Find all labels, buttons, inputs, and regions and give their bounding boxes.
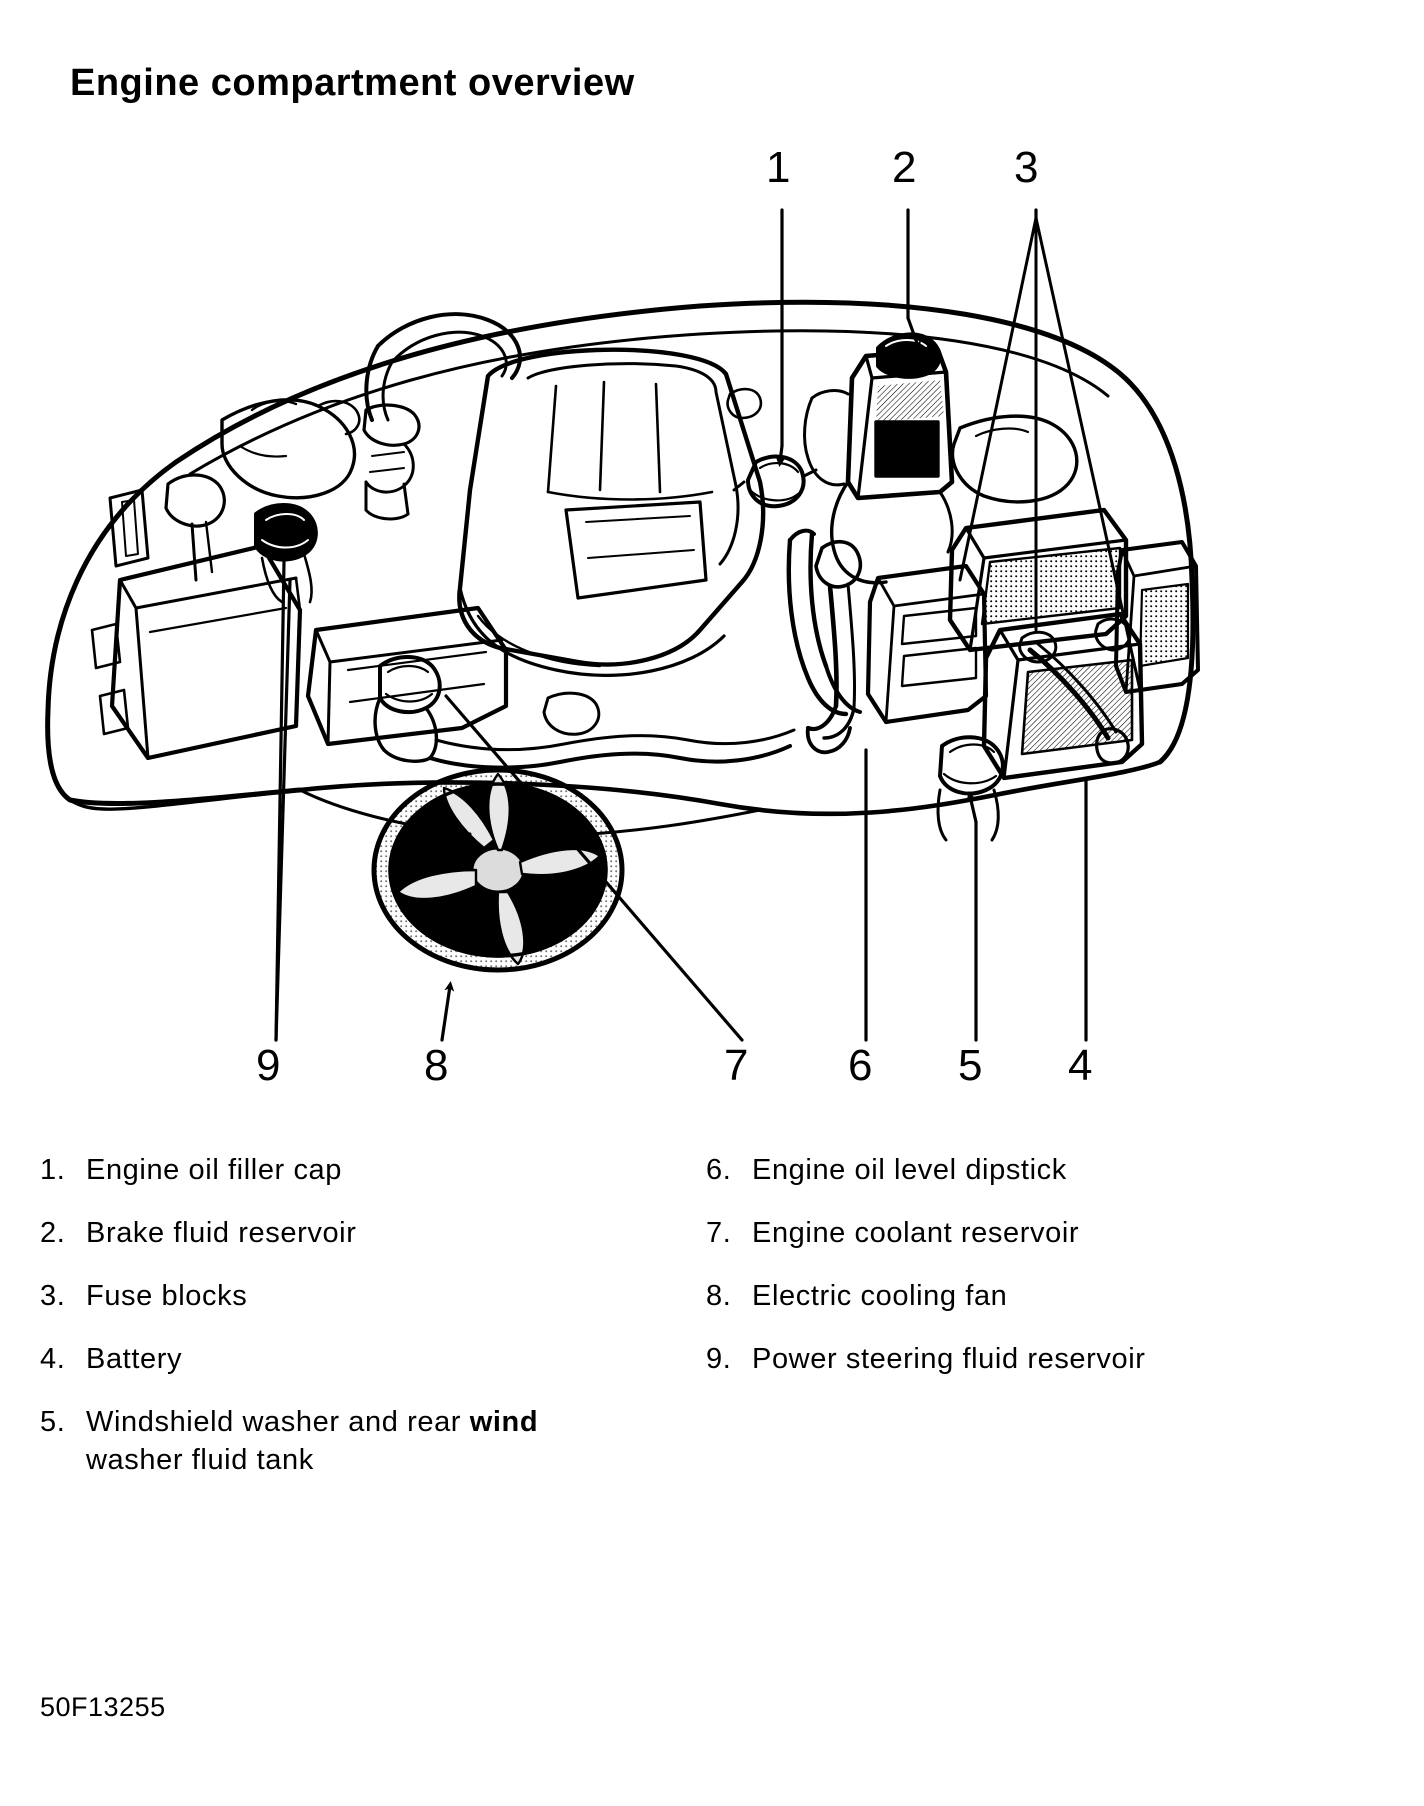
- legend-item-4-number: 4.: [40, 1343, 66, 1376]
- legend-item-8: 8. Electric cooling fan: [706, 1278, 1386, 1315]
- legend-item-2-number: 2.: [40, 1217, 66, 1250]
- legend-item-5: 5. Windshield washer and rear wind washer…: [40, 1404, 680, 1478]
- engine-compartment-figure: 1 2 3 4 5 6 7 8 9: [0, 110, 1424, 1140]
- callout-number-9: 9: [256, 1041, 281, 1090]
- legend-item-9: 9. Power steering fluid reservoir: [706, 1341, 1386, 1378]
- legend-item-8-number: 8.: [706, 1280, 732, 1313]
- legend-item-5-label-continuation: washer fluid tank: [86, 1443, 314, 1476]
- engine-compartment-drawing: [45, 208, 1200, 1042]
- legend-item-6-number: 6.: [706, 1154, 732, 1186]
- legend-item-2: 2. Brake fluid reservoir: [40, 1215, 680, 1252]
- callout-number-8: 8: [424, 1041, 449, 1090]
- legend-column-right: 6. Engine oil level dipstick 7. Engine c…: [706, 1152, 1386, 1404]
- callout-number-1: 1: [766, 143, 791, 192]
- legend-item-4-label: Battery: [86, 1343, 183, 1376]
- legend: 1. Engine oil filler cap 2. Brake fluid …: [0, 1152, 1424, 1652]
- legend-item-3-number: 3.: [40, 1280, 66, 1313]
- legend-item-1: 1. Engine oil filler cap: [40, 1152, 680, 1189]
- callout-number-2: 2: [892, 143, 917, 192]
- legend-item-5-number: 5.: [40, 1406, 66, 1439]
- legend-item-6: 6. Engine oil level dipstick: [706, 1152, 1386, 1189]
- legend-item-5-label: Windshield washer and rear wind washer fl…: [86, 1404, 680, 1478]
- callout-number-7: 7: [724, 1041, 749, 1090]
- legend-item-3-label: Fuse blocks: [86, 1280, 248, 1313]
- legend-item-2-label: Brake fluid reservoir: [86, 1217, 357, 1250]
- legend-item-8-label: Electric cooling fan: [752, 1280, 1008, 1313]
- callout-number-3: 3: [1014, 143, 1039, 192]
- legend-item-3: 3. Fuse blocks: [40, 1278, 680, 1315]
- callout-number-5: 5: [958, 1041, 983, 1090]
- legend-item-4: 4. Battery: [40, 1341, 680, 1378]
- figure-reference-code: 50F13255: [40, 1692, 166, 1722]
- page-title: Engine compartment overview: [70, 62, 635, 104]
- callout-number-4: 4: [1068, 1041, 1093, 1090]
- legend-item-7-label: Engine coolant reservoir: [752, 1217, 1080, 1250]
- legend-item-6-label: Engine oil level dipstick: [752, 1154, 1067, 1186]
- legend-item-9-number: 9.: [706, 1343, 732, 1376]
- legend-item-7: 7. Engine coolant reservoir: [706, 1215, 1386, 1252]
- callout-number-6: 6: [848, 1041, 873, 1090]
- legend-item-9-label: Power steering fluid reservoir: [752, 1343, 1146, 1376]
- legend-item-1-label: Engine oil filler cap: [86, 1154, 343, 1186]
- legend-item-7-number: 7.: [706, 1217, 732, 1250]
- legend-column-left: 1. Engine oil filler cap 2. Brake fluid …: [40, 1152, 680, 1505]
- legend-item-5-label-emphasis: wind: [469, 1406, 539, 1439]
- legend-item-5-label-part1: Windshield washer and rear: [86, 1406, 470, 1439]
- legend-item-1-number: 1.: [40, 1154, 66, 1186]
